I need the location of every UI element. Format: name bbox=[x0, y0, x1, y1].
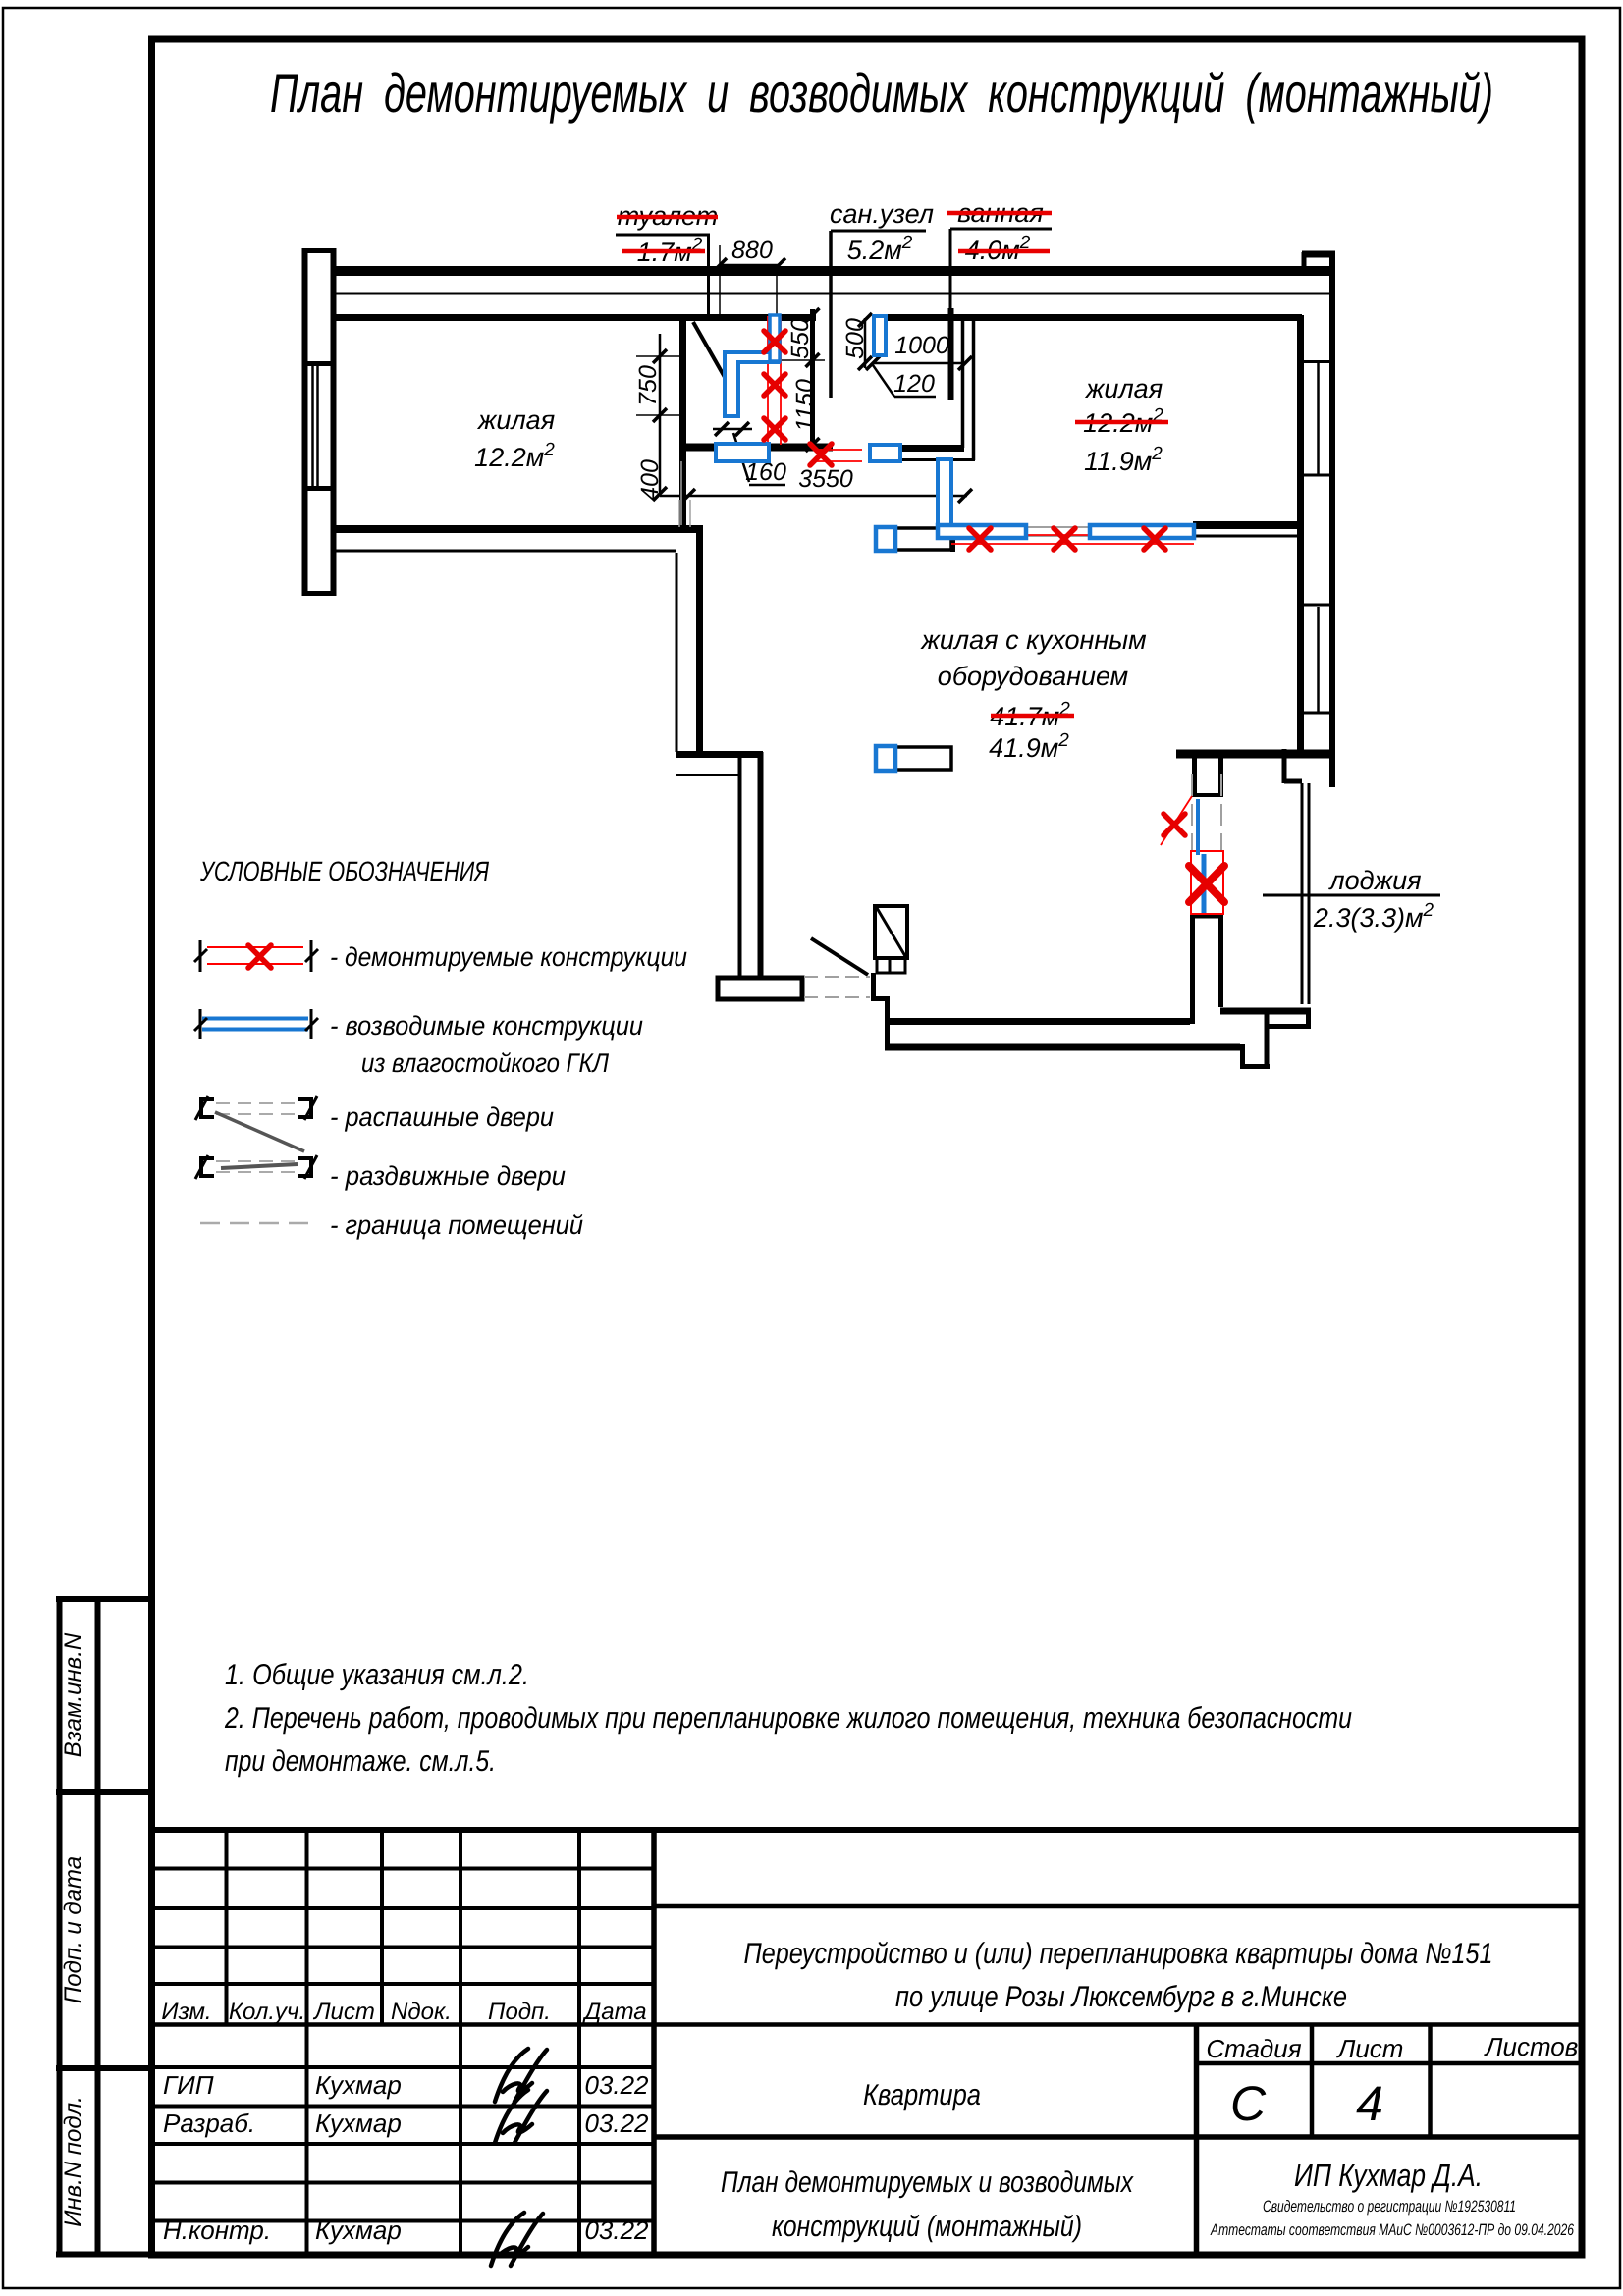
svg-text:сан.узел: сан.узел bbox=[830, 199, 934, 229]
svg-text:УСЛОВНЫЕ ОБОЗНАЧЕНИЯ: УСЛОВНЫЕ ОБОЗНАЧЕНИЯ bbox=[199, 856, 489, 886]
svg-text:12.2м2: 12.2м2 bbox=[474, 440, 555, 472]
svg-text:Кухмар: Кухмар bbox=[315, 2070, 402, 2100]
svg-text:1. Общие указания см.л.2.: 1. Общие указания см.л.2. bbox=[225, 1659, 529, 1691]
svg-text:План демонтируемых и возводимы: План демонтируемых и возводимых bbox=[721, 2166, 1134, 2199]
svg-text:4: 4 bbox=[1356, 2076, 1383, 2131]
svg-text:Стадия: Стадия bbox=[1206, 2034, 1301, 2063]
svg-text:2.3(3.3)м2: 2.3(3.3)м2 bbox=[1313, 900, 1434, 933]
svg-text:1150: 1150 bbox=[791, 379, 819, 432]
svg-text:Изм.: Изм. bbox=[161, 1999, 211, 2025]
svg-text:- демонтируемые конструкции: - демонтируемые конструкции bbox=[330, 942, 687, 972]
svg-text:Дата: Дата bbox=[581, 1999, 646, 2025]
svg-text:03.22: 03.22 bbox=[584, 2216, 649, 2245]
svg-text:из влагостойкого ГКЛ: из влагостойкого ГКЛ bbox=[361, 1048, 609, 1078]
svg-text:Свидетельство о регистрации №1: Свидетельство о регистрации №192530811 bbox=[1263, 2198, 1516, 2216]
svg-text:2. Перечень работ, проводимых: 2. Перечень работ, проводимых при перепл… bbox=[224, 1702, 1352, 1735]
svg-text:С: С bbox=[1230, 2076, 1267, 2131]
svg-text:Кол.уч.: Кол.уч. bbox=[229, 1999, 305, 2025]
svg-text:- раздвижные двери: - раздвижные двери bbox=[330, 1161, 566, 1191]
svg-text:- распашные двери: - распашные двери bbox=[330, 1102, 554, 1132]
svg-text:41.9м2: 41.9м2 bbox=[989, 730, 1069, 763]
svg-text:жилая: жилая bbox=[477, 405, 555, 435]
svg-text:конструкций (монтажный): конструкций (монтажный) bbox=[772, 2211, 1082, 2243]
svg-text:880: 880 bbox=[731, 237, 773, 264]
svg-text:жилая: жилая bbox=[1085, 374, 1163, 403]
svg-text:Лист: Лист bbox=[312, 1999, 375, 2025]
svg-text:1000: 1000 bbox=[894, 332, 949, 359]
svg-text:3550: 3550 bbox=[798, 465, 853, 493]
svg-text:Квартира: Квартира bbox=[863, 2079, 981, 2111]
svg-text:120: 120 bbox=[893, 370, 935, 398]
svg-text:План демонтируемых и возводимы: План демонтируемых и возводимых конструк… bbox=[270, 62, 1493, 124]
svg-text:11.9м2: 11.9м2 bbox=[1084, 444, 1163, 476]
svg-text:03.22: 03.22 bbox=[584, 2070, 649, 2100]
svg-text:- граница помещений: - граница помещений bbox=[330, 1210, 583, 1240]
svg-text:оборудованием: оборудованием bbox=[938, 662, 1128, 691]
svg-text:Взам.инв.N: Взам.инв.N bbox=[60, 1632, 86, 1757]
svg-text:550: 550 bbox=[786, 318, 814, 359]
svg-text:Nдок.: Nдок. bbox=[391, 1999, 452, 2025]
svg-text:03.22: 03.22 bbox=[584, 2109, 649, 2138]
svg-text:Лист: Лист bbox=[1336, 2034, 1404, 2063]
svg-text:4.0м2: 4.0м2 bbox=[965, 233, 1031, 265]
svg-text:при демонтаже. см.л.5.: при демонтаже. см.л.5. bbox=[225, 1745, 496, 1778]
svg-text:жилая с кухонным: жилая с кухонным bbox=[920, 625, 1146, 655]
svg-text:лоджия: лоджия bbox=[1327, 866, 1421, 895]
svg-text:Разраб.: Разраб. bbox=[163, 2109, 255, 2138]
svg-text:750: 750 bbox=[634, 365, 662, 406]
svg-text:Кухмар: Кухмар bbox=[315, 2216, 402, 2245]
svg-text:400: 400 bbox=[636, 459, 664, 501]
svg-text:Н.контр.: Н.контр. bbox=[163, 2216, 271, 2245]
svg-text:Переустройство и (или) перепла: Переустройство и (или) перепланировка кв… bbox=[744, 1938, 1493, 1970]
svg-text:ГИП: ГИП bbox=[163, 2070, 214, 2100]
svg-text:Листов: Листов bbox=[1484, 2032, 1579, 2061]
svg-text:Аттестаты соответствия МАиС №0: Аттестаты соответствия МАиС №0003612-ПР … bbox=[1210, 2221, 1574, 2239]
svg-text:по улице Розы Люксембург в г.М: по улице Розы Люксембург в г.Минске bbox=[895, 1981, 1347, 2013]
svg-text:5.2м2: 5.2м2 bbox=[847, 233, 913, 265]
svg-text:Инв.N подл.: Инв.N подл. bbox=[60, 2096, 86, 2227]
svg-text:Кухмар: Кухмар bbox=[315, 2109, 402, 2138]
svg-text:- возводимые конструкции: - возводимые конструкции bbox=[330, 1011, 643, 1041]
svg-text:500: 500 bbox=[841, 318, 869, 359]
svg-text:Подп. и дата: Подп. и дата bbox=[60, 1856, 86, 2003]
svg-text:Подп.: Подп. bbox=[488, 1999, 551, 2025]
svg-text:ИП Кухмар Д.А.: ИП Кухмар Д.А. bbox=[1294, 2158, 1483, 2193]
